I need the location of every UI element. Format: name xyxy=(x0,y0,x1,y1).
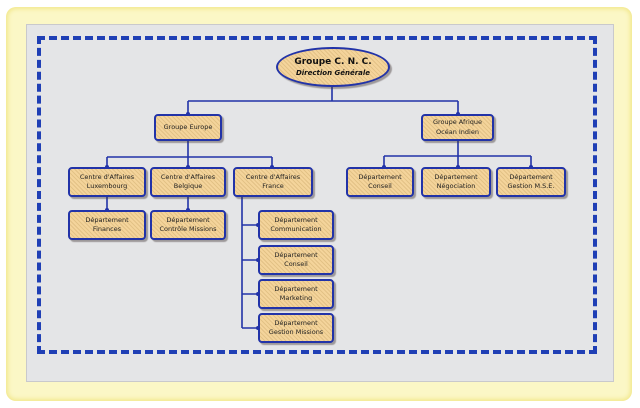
node-label: Centre d'Affaires xyxy=(160,172,216,181)
node-sublabel: Océan Indien xyxy=(436,127,479,136)
node-groupe-afrique: Groupe Afrique Océan Indien xyxy=(421,114,494,141)
node-sublabel: France xyxy=(262,182,284,190)
node-sublabel: Conseil xyxy=(284,260,308,268)
node-label: Centre d'Affaires xyxy=(245,172,301,181)
node-dept-gestion-missions: Département Gestion Missions xyxy=(258,313,334,343)
node-dept-finances: Département Finances xyxy=(68,210,146,240)
node-dept-marketing: Département Marketing xyxy=(258,279,334,309)
node-label: Département xyxy=(274,250,318,259)
node-label: Centre d'Affaires xyxy=(79,172,135,181)
node-sublabel: Communication xyxy=(270,225,322,233)
node-label: Groupe C. N. C. xyxy=(294,57,372,67)
node-sublabel: Direction Générale xyxy=(295,69,371,77)
node-sublabel: Gestion M.S.E. xyxy=(507,182,555,190)
node-label: Département xyxy=(509,172,553,181)
node-label: Département xyxy=(274,215,318,224)
node-sublabel: Marketing xyxy=(279,294,313,302)
node-sublabel: Conseil xyxy=(368,182,392,190)
node-dept-controle-missions: Département Contrôle Missions xyxy=(150,210,226,240)
node-centre-france: Centre d'Affaires France xyxy=(233,167,313,197)
connector-europe xyxy=(106,141,273,167)
node-sublabel: Négociation xyxy=(436,182,476,190)
node-sublabel: Gestion Missions xyxy=(268,328,324,336)
node-sublabel: Belgique xyxy=(173,182,203,190)
node-centre-belgique: Centre d'Affaires Belgique xyxy=(150,167,226,197)
node-label: Département xyxy=(358,172,402,181)
node-label: Département xyxy=(166,215,210,224)
node-sublabel: Luxembourg xyxy=(86,182,128,190)
node-label: Département xyxy=(434,172,478,181)
connector-root xyxy=(187,87,459,114)
node-centre-luxembourg: Centre d'Affaires Luxembourg xyxy=(68,167,146,197)
node-label: Département xyxy=(274,318,318,327)
node-label: Groupe Afrique xyxy=(432,118,483,126)
node-dept-communication: Département Communication xyxy=(258,210,334,240)
node-label: Groupe Europe xyxy=(163,122,213,131)
node-sublabel: Contrôle Missions xyxy=(159,225,217,233)
node-label: Département xyxy=(85,215,129,224)
node-label: Département xyxy=(274,284,318,293)
node-groupe-europe: Groupe Europe xyxy=(154,114,222,141)
dashed-border xyxy=(37,36,597,354)
node-afrique-conseil: Département Conseil xyxy=(346,167,414,197)
connector-afrique xyxy=(383,141,532,167)
node-sublabel: Finances xyxy=(92,225,122,233)
node-afrique-gestion-mse: Département Gestion M.S.E. xyxy=(496,167,566,197)
node-afrique-negociation: Département Négociation xyxy=(421,167,491,197)
node-dept-conseil: Département Conseil xyxy=(258,245,334,275)
connector-france xyxy=(241,197,258,329)
node-groupe-cnc: Groupe C. N. C. Direction Générale xyxy=(276,47,390,87)
